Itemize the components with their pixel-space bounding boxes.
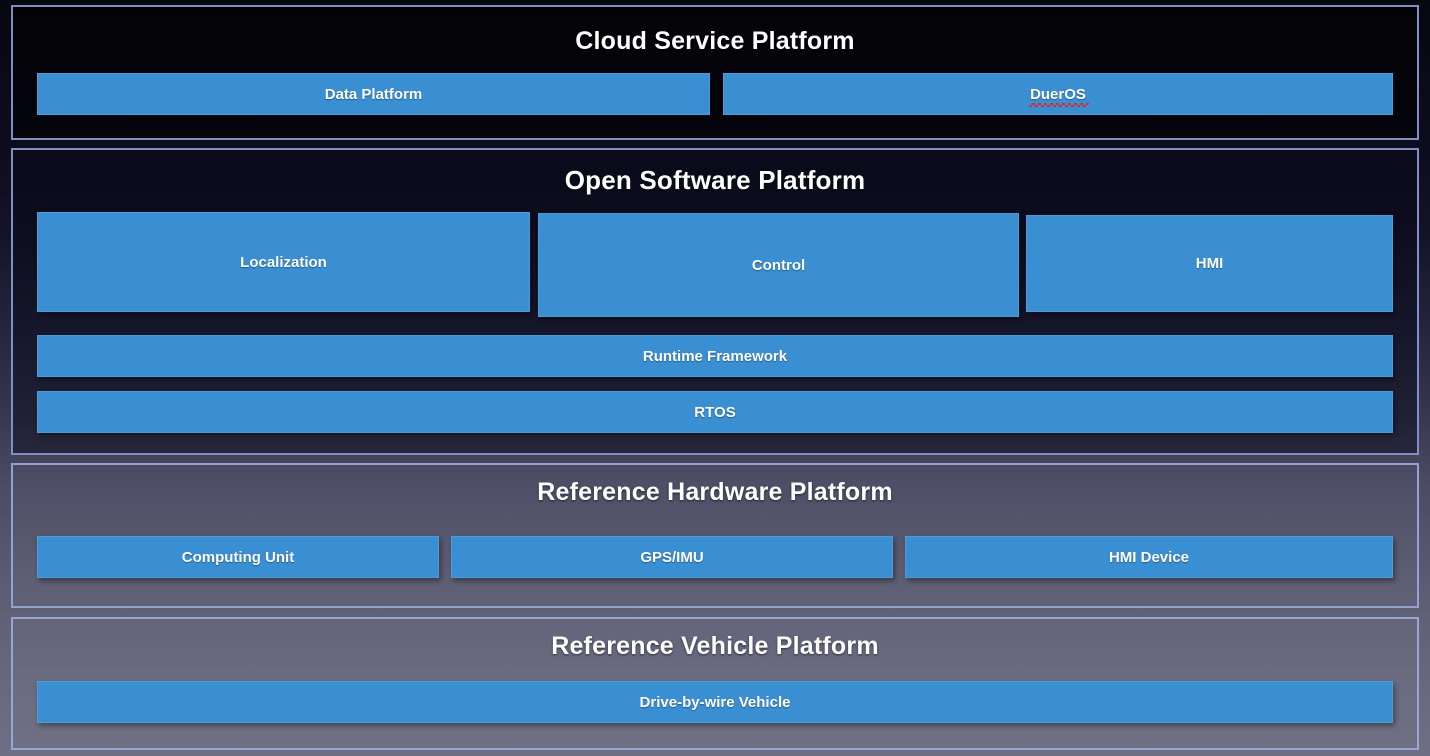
- block-label-rtos: RTOS: [694, 403, 736, 421]
- block-runtime-framework[interactable]: Runtime Framework: [37, 335, 1393, 377]
- block-gps-imu[interactable]: GPS/IMU: [451, 536, 893, 578]
- block-label-hmi-device: HMI Device: [1108, 548, 1190, 566]
- section-title-cloud-service-platform: Cloud Service Platform: [575, 27, 855, 55]
- block-label-gps-imu: GPS/IMU: [640, 548, 704, 566]
- block-label-hmi: HMI: [1195, 255, 1224, 272]
- section-open-software-platform: Open Software Platform Localization Cont…: [11, 148, 1419, 455]
- block-label-data-platform: Data Platform: [324, 85, 423, 103]
- block-localization[interactable]: Localization: [37, 212, 530, 312]
- section-title-reference-hardware-platform: Reference Hardware Platform: [537, 478, 893, 506]
- block-label-computing-unit: Computing Unit: [181, 548, 295, 566]
- block-dueros[interactable]: DuerOS: [723, 73, 1393, 115]
- block-hmi[interactable]: HMI: [1026, 215, 1393, 312]
- block-hmi-device[interactable]: HMI Device: [905, 536, 1393, 578]
- block-label-control: Control: [751, 256, 806, 274]
- block-label-drive-by-wire-vehicle: Drive-by-wire Vehicle: [639, 693, 791, 711]
- block-data-platform[interactable]: Data Platform: [37, 73, 710, 115]
- block-drive-by-wire-vehicle[interactable]: Drive-by-wire Vehicle: [37, 681, 1393, 723]
- section-reference-vehicle-platform: Reference Vehicle Platform Drive-by-wire…: [11, 617, 1419, 750]
- block-label-localization: Localization: [240, 253, 327, 271]
- section-title-open-software-platform: Open Software Platform: [564, 165, 866, 195]
- section-reference-hardware-platform: Reference Hardware Platform Computing Un…: [11, 463, 1419, 608]
- section-title-reference-vehicle-platform: Reference Vehicle Platform: [551, 632, 879, 660]
- block-label-dueros: DuerOS: [1029, 85, 1089, 107]
- block-label-runtime-framework: Runtime Framework: [642, 347, 788, 365]
- block-control[interactable]: Control: [538, 213, 1019, 317]
- section-cloud-service-platform: Cloud Service Platform Data Platform Due…: [11, 5, 1419, 140]
- block-rtos[interactable]: RTOS: [37, 391, 1393, 433]
- block-computing-unit[interactable]: Computing Unit: [37, 536, 439, 578]
